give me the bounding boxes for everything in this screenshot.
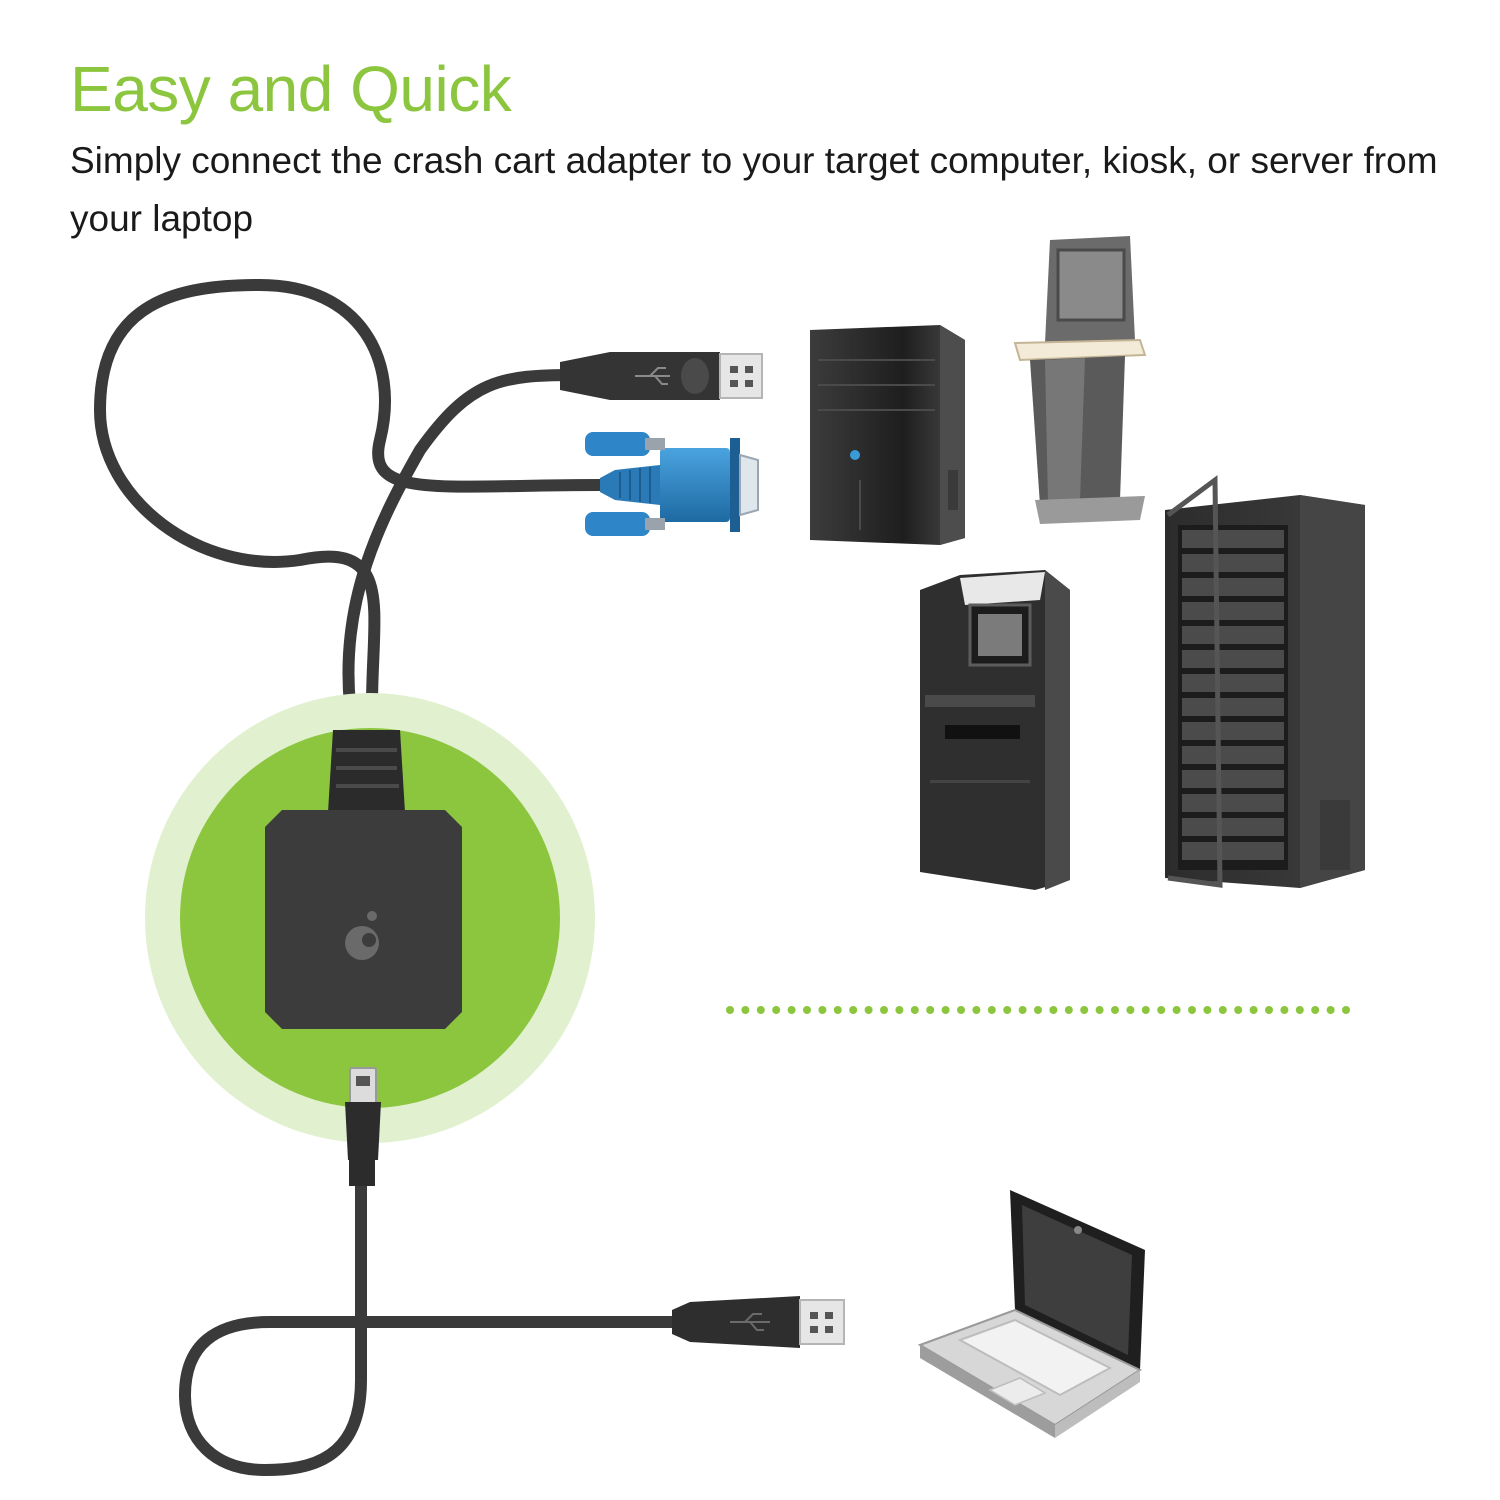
- separator-dot: [1141, 1006, 1150, 1014]
- cable-vga-branch: [93, 278, 606, 711]
- page-subtitle: Simply connect the crash cart adapter to…: [70, 140, 1438, 239]
- separator-dot: [972, 1006, 981, 1014]
- separator-dot: [833, 1006, 842, 1014]
- usb-symbol-icon: [635, 367, 670, 385]
- vga-connector: [585, 432, 759, 536]
- webcam-icon: [1074, 1226, 1082, 1234]
- separator-dot: [987, 1006, 996, 1014]
- rack-unit: [1182, 554, 1284, 572]
- separator-dot: [1172, 1006, 1181, 1014]
- rack-unit: [1182, 578, 1284, 596]
- iogear-logo-icon: [345, 911, 379, 960]
- rack-unit: [1182, 698, 1284, 716]
- separator-dot: [1080, 1006, 1089, 1014]
- separator-dot: [787, 1006, 796, 1014]
- separator-dot: [910, 1006, 919, 1014]
- separator-dot: [880, 1006, 888, 1014]
- separator-dot: [1203, 1006, 1212, 1014]
- rack-unit: [1182, 602, 1284, 620]
- separator-dot: [1157, 1006, 1166, 1014]
- separator-dot: [1249, 1006, 1258, 1014]
- separator-dot: [803, 1006, 811, 1014]
- separator-dot: [726, 1006, 734, 1014]
- separator-dot: [1265, 1006, 1273, 1014]
- separator-dot: [1018, 1006, 1027, 1014]
- separator-dot: [1095, 1006, 1104, 1014]
- rack-unit: [1182, 626, 1284, 644]
- separator-dot: [1295, 1006, 1304, 1014]
- separator-dot: [864, 1006, 873, 1014]
- usb-a-connector: [560, 352, 763, 400]
- rack-unit: [1182, 818, 1284, 836]
- server-rack: [1165, 475, 1365, 888]
- rack-unit: [1182, 746, 1284, 764]
- usb-symbol-icon: [730, 1313, 770, 1331]
- separator-dot: [1188, 1006, 1196, 1014]
- rack-unit: [1182, 770, 1284, 788]
- separator-dot: [1342, 1006, 1350, 1014]
- dotted-separator: [726, 1006, 1350, 1014]
- separator-dot: [1034, 1006, 1042, 1014]
- atm: [920, 570, 1070, 890]
- kiosk: [1013, 236, 1147, 524]
- rack-unit: [1182, 722, 1284, 740]
- laptop: [917, 1190, 1145, 1438]
- page-title: Easy and Quick: [70, 53, 512, 125]
- separator-dot: [1311, 1006, 1320, 1014]
- tower-computer: [810, 325, 965, 545]
- separator-dot: [1326, 1006, 1335, 1014]
- separator-dot: [741, 1006, 750, 1014]
- separator-dot: [1064, 1006, 1073, 1014]
- rack-unit: [1182, 530, 1284, 548]
- rack-unit: [1182, 794, 1284, 812]
- separator-dot: [1234, 1006, 1243, 1014]
- separator-dot: [926, 1006, 935, 1014]
- power-button-icon: [850, 450, 860, 460]
- cable-usb-branch: [342, 369, 581, 711]
- usb-a-connector-laptop: [672, 1296, 845, 1348]
- separator-dot: [957, 1006, 965, 1014]
- rack-unit: [1182, 674, 1284, 692]
- cable-laptop: [178, 1174, 686, 1477]
- rack-unit: [1182, 842, 1284, 860]
- rack-unit: [1182, 650, 1284, 668]
- separator-dot: [849, 1006, 858, 1014]
- separator-dot: [1003, 1006, 1012, 1014]
- separator-dot: [818, 1006, 827, 1014]
- separator-dot: [756, 1006, 765, 1014]
- separator-dot: [1049, 1006, 1058, 1014]
- separator-dot: [1218, 1006, 1227, 1014]
- separator-dot: [941, 1006, 950, 1014]
- separator-dot: [772, 1006, 781, 1014]
- separator-dot: [1126, 1006, 1135, 1014]
- crash-cart-adapter: [265, 730, 462, 1186]
- separator-dot: [1280, 1006, 1289, 1014]
- separator-dot: [895, 1006, 904, 1014]
- separator-dot: [1111, 1006, 1119, 1014]
